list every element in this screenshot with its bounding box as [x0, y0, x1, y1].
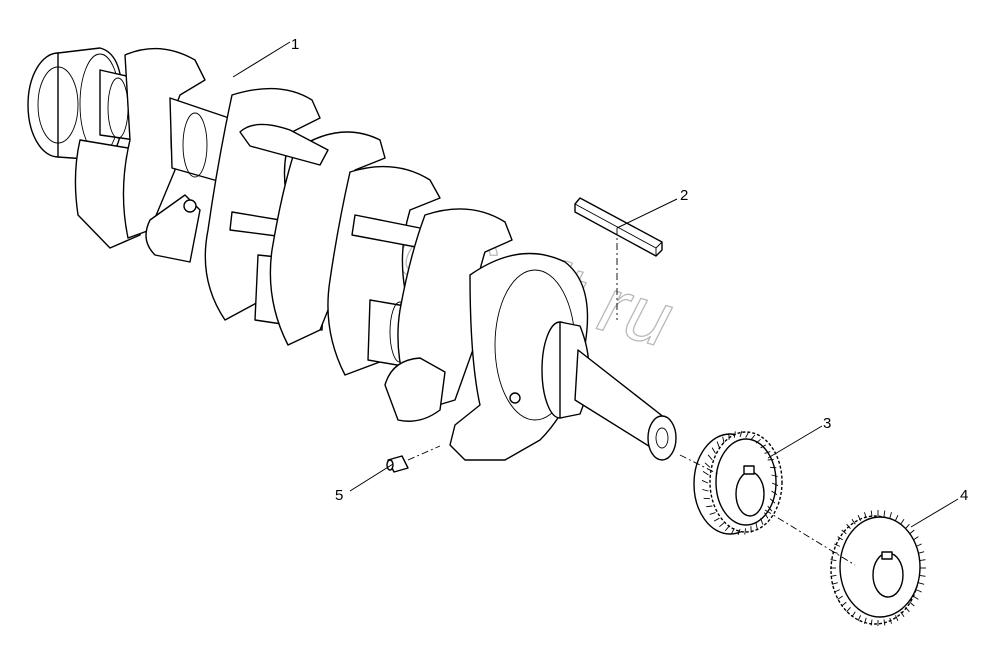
callout-3: 3 [823, 415, 831, 432]
gear-tooth [771, 474, 778, 477]
gear-tooth [716, 441, 720, 448]
gear-tooth [709, 512, 716, 515]
gear-tooth [889, 512, 892, 519]
gear-tooth [889, 617, 892, 624]
gear-tooth [760, 444, 767, 449]
gear-axis-line [764, 509, 856, 566]
callout-5: 5 [335, 487, 343, 504]
gear-tooth [739, 430, 743, 438]
gear-tooth [916, 543, 922, 547]
gear-tooth [913, 536, 919, 541]
gear-tooth [702, 471, 709, 476]
gear-tooth [834, 543, 840, 547]
gear-tooth [731, 528, 735, 534]
gear-tooth [771, 482, 779, 487]
gear-tooth [755, 438, 761, 444]
gear-tooth [837, 595, 843, 600]
gear-tooth [706, 505, 713, 508]
gear-tooth [724, 525, 730, 532]
gear-tooth [883, 510, 886, 517]
gear-tooth [857, 515, 862, 521]
gear-tooth [909, 601, 915, 607]
gear-tooth [870, 619, 873, 626]
crankshaft-gear [693, 430, 783, 536]
gear-tooth [830, 574, 837, 577]
gear-tooth [919, 574, 926, 577]
gear-tooth [846, 523, 851, 529]
crankshaft [27, 47, 677, 461]
gear-tooth [711, 447, 716, 454]
gear-tooth [771, 490, 778, 495]
leader-4 [910, 498, 959, 528]
gear [830, 510, 926, 626]
gear-tooth [870, 510, 873, 517]
gear-tooth [864, 512, 867, 519]
gear-tooth [905, 523, 910, 529]
gear-tooth [851, 611, 856, 618]
gear-tooth [851, 518, 856, 525]
gear-tooth [894, 615, 899, 621]
gear-tooth [918, 582, 925, 585]
gear-tooth [733, 431, 736, 438]
gear-tooth [750, 434, 756, 441]
gear-tooth [864, 617, 867, 624]
gear-tooth [841, 601, 847, 607]
gear-tooth [830, 559, 837, 562]
leader-1 [232, 41, 291, 78]
dowel-pin [386, 455, 409, 473]
gear-tooth [719, 522, 725, 528]
callout-4: 4 [960, 487, 968, 504]
leader-5 [349, 463, 394, 492]
gear-tooth [857, 615, 862, 621]
gear-tooth [916, 589, 922, 593]
gear-tooth [900, 518, 905, 525]
gear-tooth [834, 589, 840, 593]
callout-2: 2 [680, 187, 688, 204]
gear-tooth [745, 432, 749, 438]
gear-tooth [707, 454, 713, 461]
callout-1: 1 [291, 36, 299, 53]
gear-tooth [764, 451, 771, 454]
gear-tooth [913, 595, 919, 600]
gear-tooth [918, 551, 925, 554]
gear-tooth [837, 536, 843, 541]
gear-tooth [831, 582, 838, 585]
gear-tooth [702, 489, 709, 492]
gear-tooth [760, 518, 764, 525]
gear-tooth [883, 619, 886, 626]
gear-tooth [701, 479, 709, 484]
gear-tooth [713, 517, 720, 522]
gear-tooth [764, 512, 769, 519]
gear-tooth [767, 458, 774, 461]
gear-tooth [704, 462, 711, 468]
gear-tooth [846, 607, 851, 613]
gear-tooth [841, 529, 847, 535]
gear-tooth [894, 515, 899, 521]
gear-tooth [900, 611, 905, 618]
gear-tooth [905, 607, 910, 613]
gear-tooth [722, 436, 725, 444]
gear-tooth [737, 528, 741, 536]
gear-tooth [919, 559, 926, 562]
gear-tooth [767, 505, 773, 512]
gear-tooth [909, 529, 915, 535]
pin-line [407, 445, 441, 461]
gear-tooth [744, 528, 747, 535]
leader-2 [616, 198, 678, 229]
gear-tooth [769, 498, 776, 504]
gear-tooth [755, 522, 758, 530]
leader-3 [767, 425, 823, 459]
